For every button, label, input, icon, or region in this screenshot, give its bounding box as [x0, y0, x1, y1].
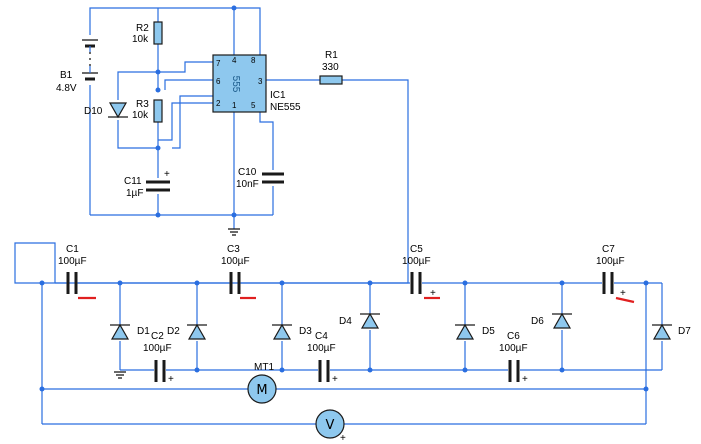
- diode-d3: D3: [272, 323, 312, 340]
- resistor-r3-value: 10k: [132, 110, 149, 121]
- junction-dots-upper: [155, 5, 237, 218]
- ic1-pin-2: 2: [216, 99, 221, 108]
- resistor-r1-name: R1: [325, 50, 338, 61]
- meter-mt1-symbol: M: [256, 383, 267, 398]
- multiplier-wires: [41, 282, 663, 425]
- ic1-pin-6: 6: [216, 77, 221, 86]
- diode-d4-name: D4: [339, 316, 352, 327]
- capacitor-c6-value: 100µF: [499, 343, 528, 354]
- ic1-pin-8: 8: [251, 56, 256, 65]
- diode-d5-name: D5: [482, 326, 495, 337]
- capacitor-c10: C10 10nF: [236, 167, 284, 190]
- capacitor-c10-value: 10nF: [236, 179, 259, 190]
- capacitor-c3-name: C3: [227, 244, 240, 255]
- ic1-value: NE555: [270, 102, 301, 113]
- capacitor-c4-polarity: +: [332, 374, 338, 385]
- battery-b1-value: 4.8V: [56, 83, 77, 94]
- capacitor-c2: + C2 100µF: [143, 331, 174, 385]
- diode-d10: D10: [84, 102, 128, 119]
- capacitor-c1-value: 100µF: [58, 256, 87, 267]
- ic1-pin-5: 5: [251, 101, 256, 110]
- capacitor-c11-name: C11: [124, 176, 142, 187]
- capacitor-c5-value: 100µF: [402, 256, 431, 267]
- capacitor-c7-value: 100µF: [596, 256, 625, 267]
- diode-d4: D4: [339, 312, 380, 329]
- capacitor-c2-polarity: +: [168, 374, 174, 385]
- capacitor-c6: + C6 100µF: [499, 331, 528, 385]
- diode-d7: D7: [652, 323, 691, 340]
- capacitor-c3-value: 100µF: [221, 256, 250, 267]
- ic1-body-label: 555: [230, 76, 241, 93]
- capacitor-c7-name: C7: [602, 244, 615, 255]
- capacitor-c11-polarity: +: [164, 169, 170, 180]
- diode-d7-name: D7: [678, 326, 691, 337]
- ic1-pin-4: 4: [232, 56, 237, 65]
- resistor-r3-name: R3: [136, 99, 149, 110]
- diode-d10-name: D10: [84, 106, 103, 117]
- resistor-r1-value: 330: [322, 62, 339, 73]
- capacitor-c10-name: C10: [238, 167, 257, 178]
- capacitor-c7-polarity: +: [620, 288, 626, 299]
- resistor-r2: R2 10k: [132, 21, 163, 45]
- capacitor-c4-value: 100µF: [307, 343, 336, 354]
- ic1-pin-3: 3: [258, 77, 263, 86]
- voltmeter-symbol: V: [326, 418, 335, 433]
- oscillator-wires: [14, 7, 409, 284]
- capacitor-c4: + C4 100µF: [307, 331, 338, 385]
- diode-d2-name: D2: [167, 326, 180, 337]
- resistor-r2-value: 10k: [132, 34, 149, 45]
- diode-d1: D1: [110, 323, 150, 340]
- junction-dots-lower: [39, 280, 649, 392]
- capacitor-c5-name: C5: [410, 244, 423, 255]
- capacitor-c11-value: 1µF: [126, 188, 143, 199]
- battery-b1: B1 4.8V: [56, 39, 98, 94]
- diode-d1-name: D1: [137, 326, 150, 337]
- capacitor-c6-polarity: +: [522, 374, 528, 385]
- capacitor-c5-polarity: +: [430, 288, 436, 299]
- meter-mt1-name: MT1: [254, 362, 274, 373]
- ic1-pin-7: 7: [216, 59, 221, 68]
- diode-d6: D6: [531, 312, 572, 329]
- capacitor-c4-name: C4: [315, 331, 328, 342]
- capacitor-c6-name: C6: [507, 331, 520, 342]
- diode-d5: D5: [455, 323, 495, 340]
- capacitor-c7: + C7 100µF: [596, 244, 635, 304]
- ground-icon: [228, 228, 240, 236]
- capacitor-c1-name: C1: [66, 244, 79, 255]
- voltmeter-icon: V +: [315, 409, 346, 444]
- ic1-name: IC1: [270, 90, 286, 101]
- resistor-r1: R1 330: [319, 50, 343, 85]
- capacitor-c2-value: 100µF: [143, 343, 172, 354]
- capacitor-c5: + C5 100µF: [402, 244, 440, 300]
- diode-d3-name: D3: [299, 326, 312, 337]
- ground-icon: [114, 371, 126, 379]
- capacitor-c3: C3 100µF: [221, 244, 256, 300]
- capacitor-c2-name: C2: [151, 331, 164, 342]
- diode-d6-name: D6: [531, 316, 544, 327]
- battery-b1-name: B1: [60, 70, 73, 81]
- voltmeter-polarity: +: [340, 433, 346, 444]
- capacitor-c1: C1 100µF: [58, 244, 96, 300]
- capacitor-c11: + C11 1µF: [124, 169, 170, 199]
- ic-555-chip: 555 7 4 8 6 3 2 1 5 IC1 NE555: [212, 54, 301, 113]
- resistor-r3: R3 10k: [132, 99, 163, 123]
- resistor-r2-name: R2: [136, 23, 149, 34]
- ic1-pin-1: 1: [232, 101, 237, 110]
- diode-d2: D2: [167, 323, 207, 340]
- meter-mt1-icon: M MT1: [247, 362, 277, 404]
